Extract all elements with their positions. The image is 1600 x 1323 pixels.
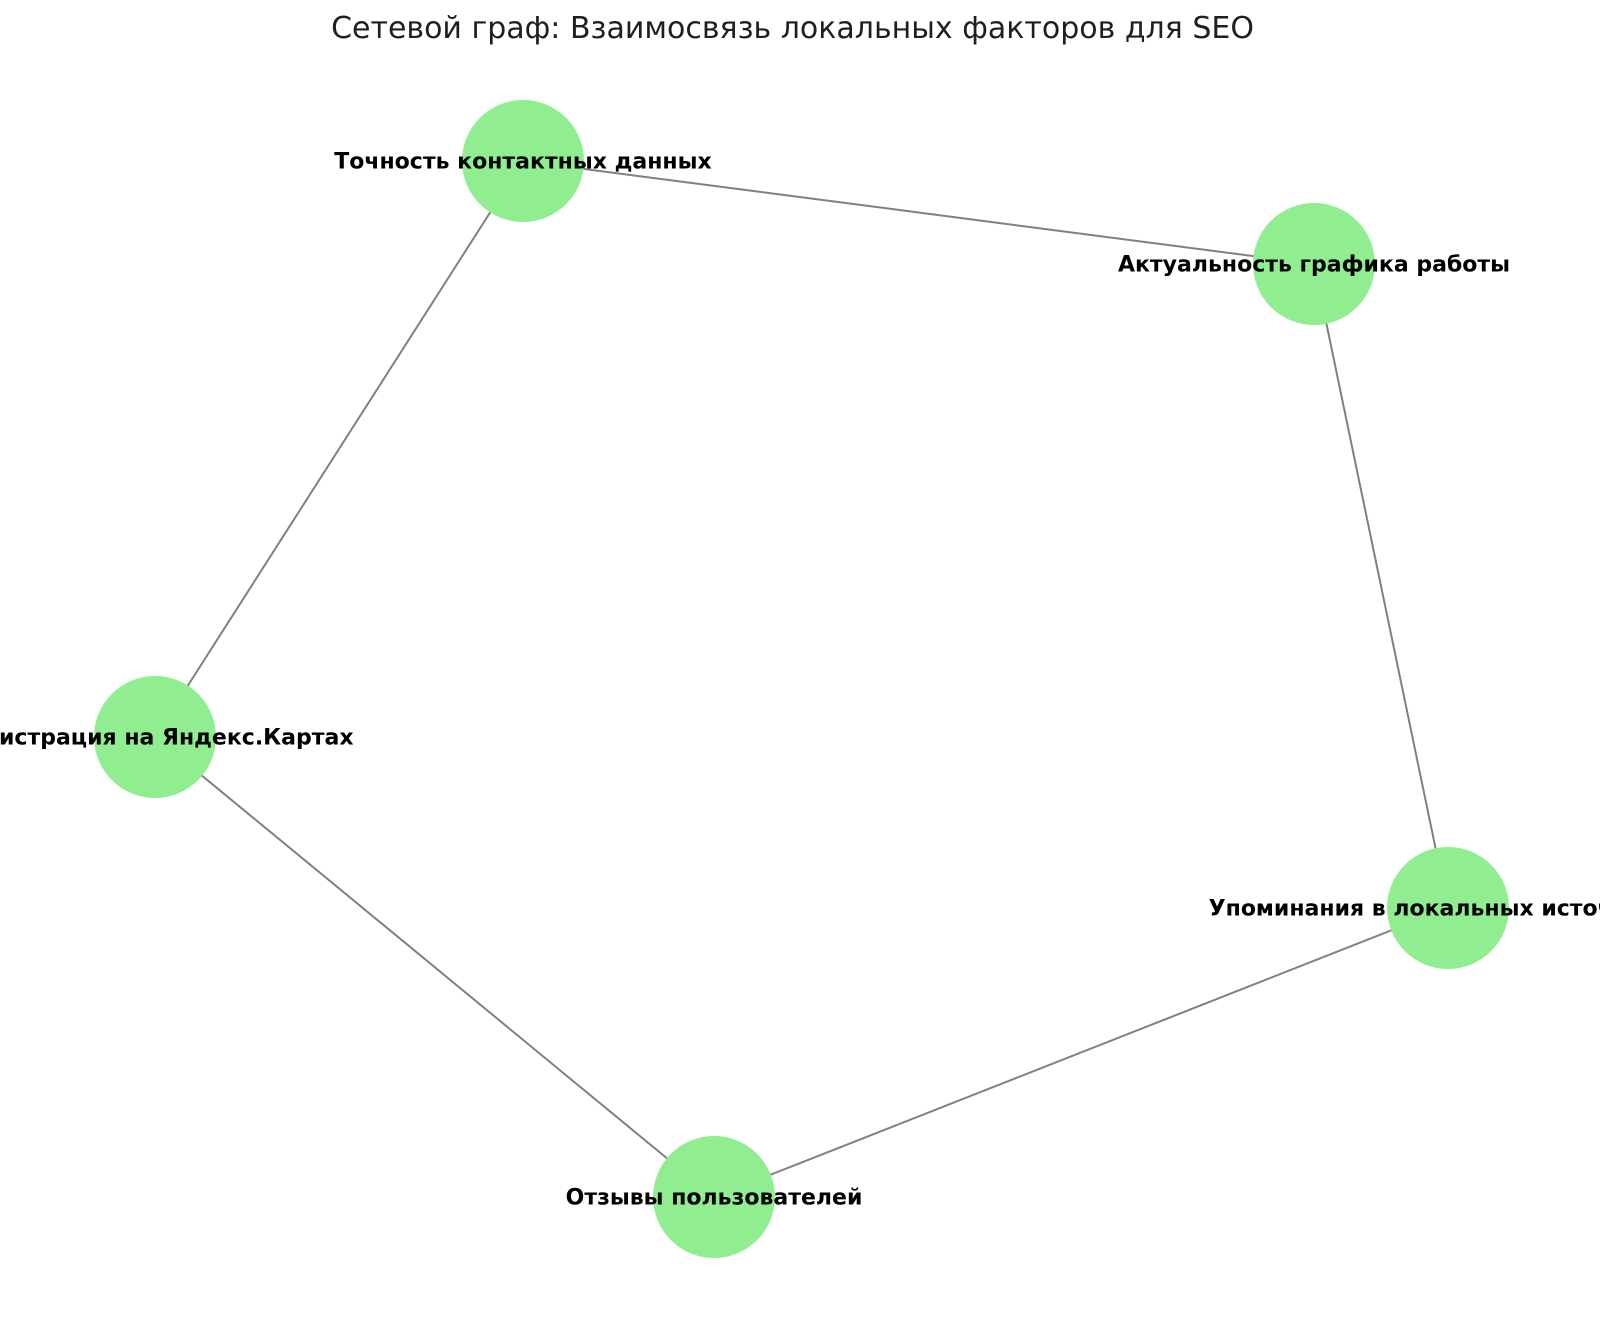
chart-title: Сетевой граф: Взаимосвязь локальных факт… <box>331 11 1254 46</box>
node-label-2: Упоминания в локальных источниках <box>1209 896 1600 921</box>
graph-node-4 <box>94 676 216 798</box>
graph-edge <box>154 736 715 1198</box>
node-label-1: Актуальность графика работы <box>1118 252 1510 277</box>
graph-edge <box>1313 263 1449 909</box>
node-label-0: Точность контактных данных <box>334 149 711 174</box>
edges-layer <box>154 160 1449 1198</box>
graph-edge <box>154 160 524 738</box>
graph-node-2 <box>1387 847 1509 969</box>
graph-node-0 <box>462 100 584 222</box>
graph-node-3 <box>653 1136 775 1258</box>
graph-node-1 <box>1253 203 1375 325</box>
graph-edge <box>713 907 1449 1198</box>
graph-edge <box>522 160 1315 265</box>
node-label-4: Регистрация на Яндекс.Картах <box>0 725 354 750</box>
node-label-3: Отзывы пользователей <box>566 1185 863 1210</box>
nodes-layer <box>94 100 1509 1258</box>
